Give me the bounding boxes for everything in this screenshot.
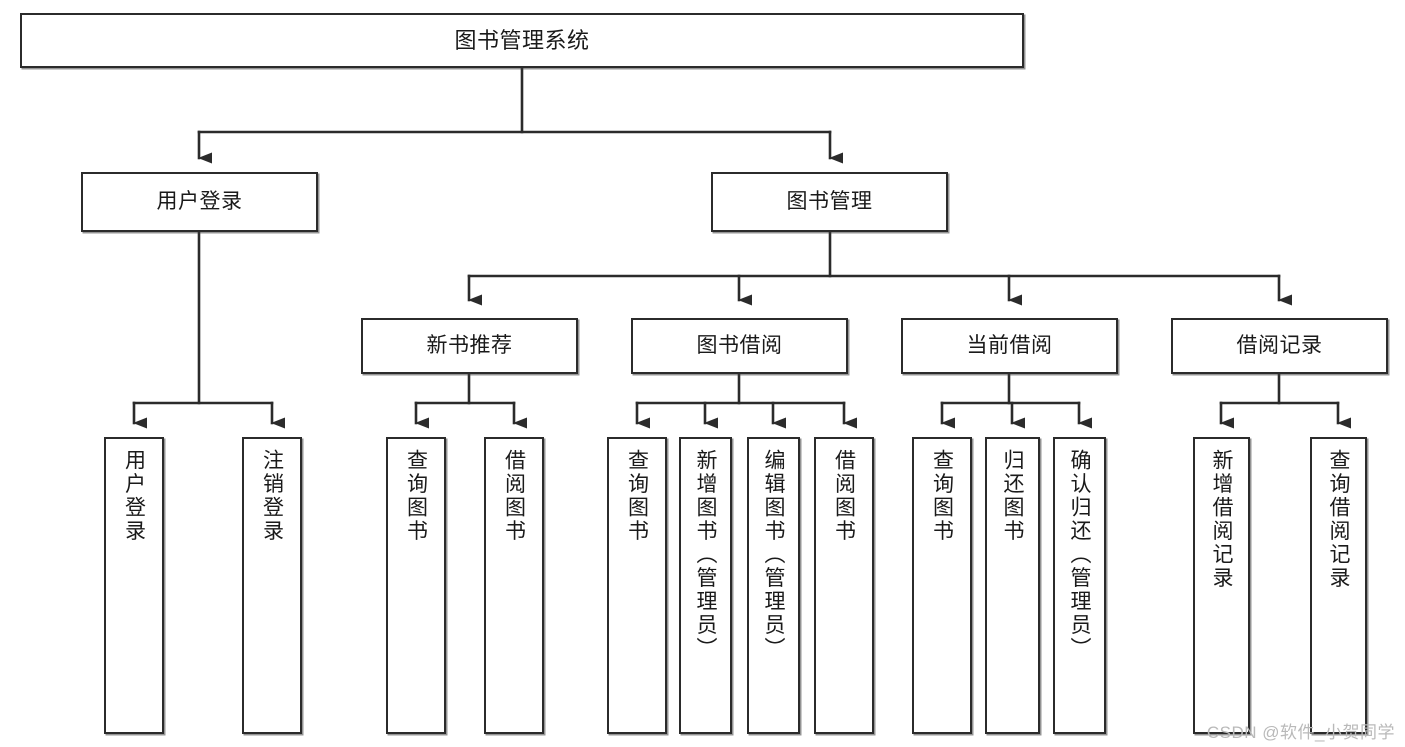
leaf-borrow-add-book-admin[interactable]: 新增图书（管理员） (679, 437, 732, 734)
node-user-login-module[interactable]: 用户登录 (81, 172, 318, 232)
node-label: 图书管理 (786, 189, 873, 213)
node-new-book-recommend[interactable]: 新书推荐 (361, 318, 578, 374)
leaf-borrow-borrow-book[interactable]: 借阅图书 (814, 437, 874, 734)
leaf-record-add-record[interactable]: 新增借阅记录 (1193, 437, 1250, 734)
leaf-newbook-query-book[interactable]: 查询图书 (386, 437, 446, 734)
leaf-user-login[interactable]: 用户登录 (104, 437, 164, 734)
leaf-current-return-book[interactable]: 归还图书 (985, 437, 1040, 734)
node-root-system[interactable]: 图书管理系统 (20, 13, 1024, 68)
node-borrow-record[interactable]: 借阅记录 (1171, 318, 1388, 374)
node-label: 图书借阅 (696, 333, 783, 357)
node-label: 归还图书 (1001, 449, 1024, 543)
node-label: 借阅图书 (502, 449, 526, 543)
node-label: 编辑图书（管理员） (762, 449, 785, 661)
node-book-borrow[interactable]: 图书借阅 (631, 318, 848, 374)
node-label: 当前借阅 (966, 333, 1053, 357)
node-label: 新书推荐 (426, 333, 513, 357)
leaf-current-confirm-return-admin[interactable]: 确认归还（管理员） (1053, 437, 1106, 734)
node-label: 查询图书 (625, 449, 649, 543)
node-label: 新增借阅记录 (1210, 449, 1233, 590)
csdn-watermark: CSDN @软件_小贺同学 (1206, 723, 1395, 742)
node-book-management-module[interactable]: 图书管理 (711, 172, 948, 232)
node-label: 借阅图书 (832, 449, 856, 543)
leaf-record-query-record[interactable]: 查询借阅记录 (1310, 437, 1367, 734)
node-label: 查询借阅记录 (1327, 449, 1350, 590)
node-label: 新增图书（管理员） (694, 449, 717, 661)
node-current-borrow[interactable]: 当前借阅 (901, 318, 1118, 374)
node-label: 确认归还（管理员） (1068, 449, 1091, 661)
node-label: 用户登录 (156, 189, 243, 213)
leaf-newbook-borrow-book[interactable]: 借阅图书 (484, 437, 544, 734)
node-label: 注销登录 (260, 449, 284, 543)
node-label: 用户登录 (122, 449, 146, 543)
leaf-current-query-book[interactable]: 查询图书 (912, 437, 972, 734)
leaf-borrow-edit-book-admin[interactable]: 编辑图书（管理员） (747, 437, 800, 734)
node-label: 查询图书 (930, 449, 954, 543)
node-label: 借阅记录 (1236, 333, 1323, 357)
node-label: 查询图书 (404, 449, 428, 543)
leaf-borrow-query-book[interactable]: 查询图书 (607, 437, 667, 734)
leaf-user-logout[interactable]: 注销登录 (242, 437, 302, 734)
node-label: 图书管理系统 (454, 27, 590, 53)
